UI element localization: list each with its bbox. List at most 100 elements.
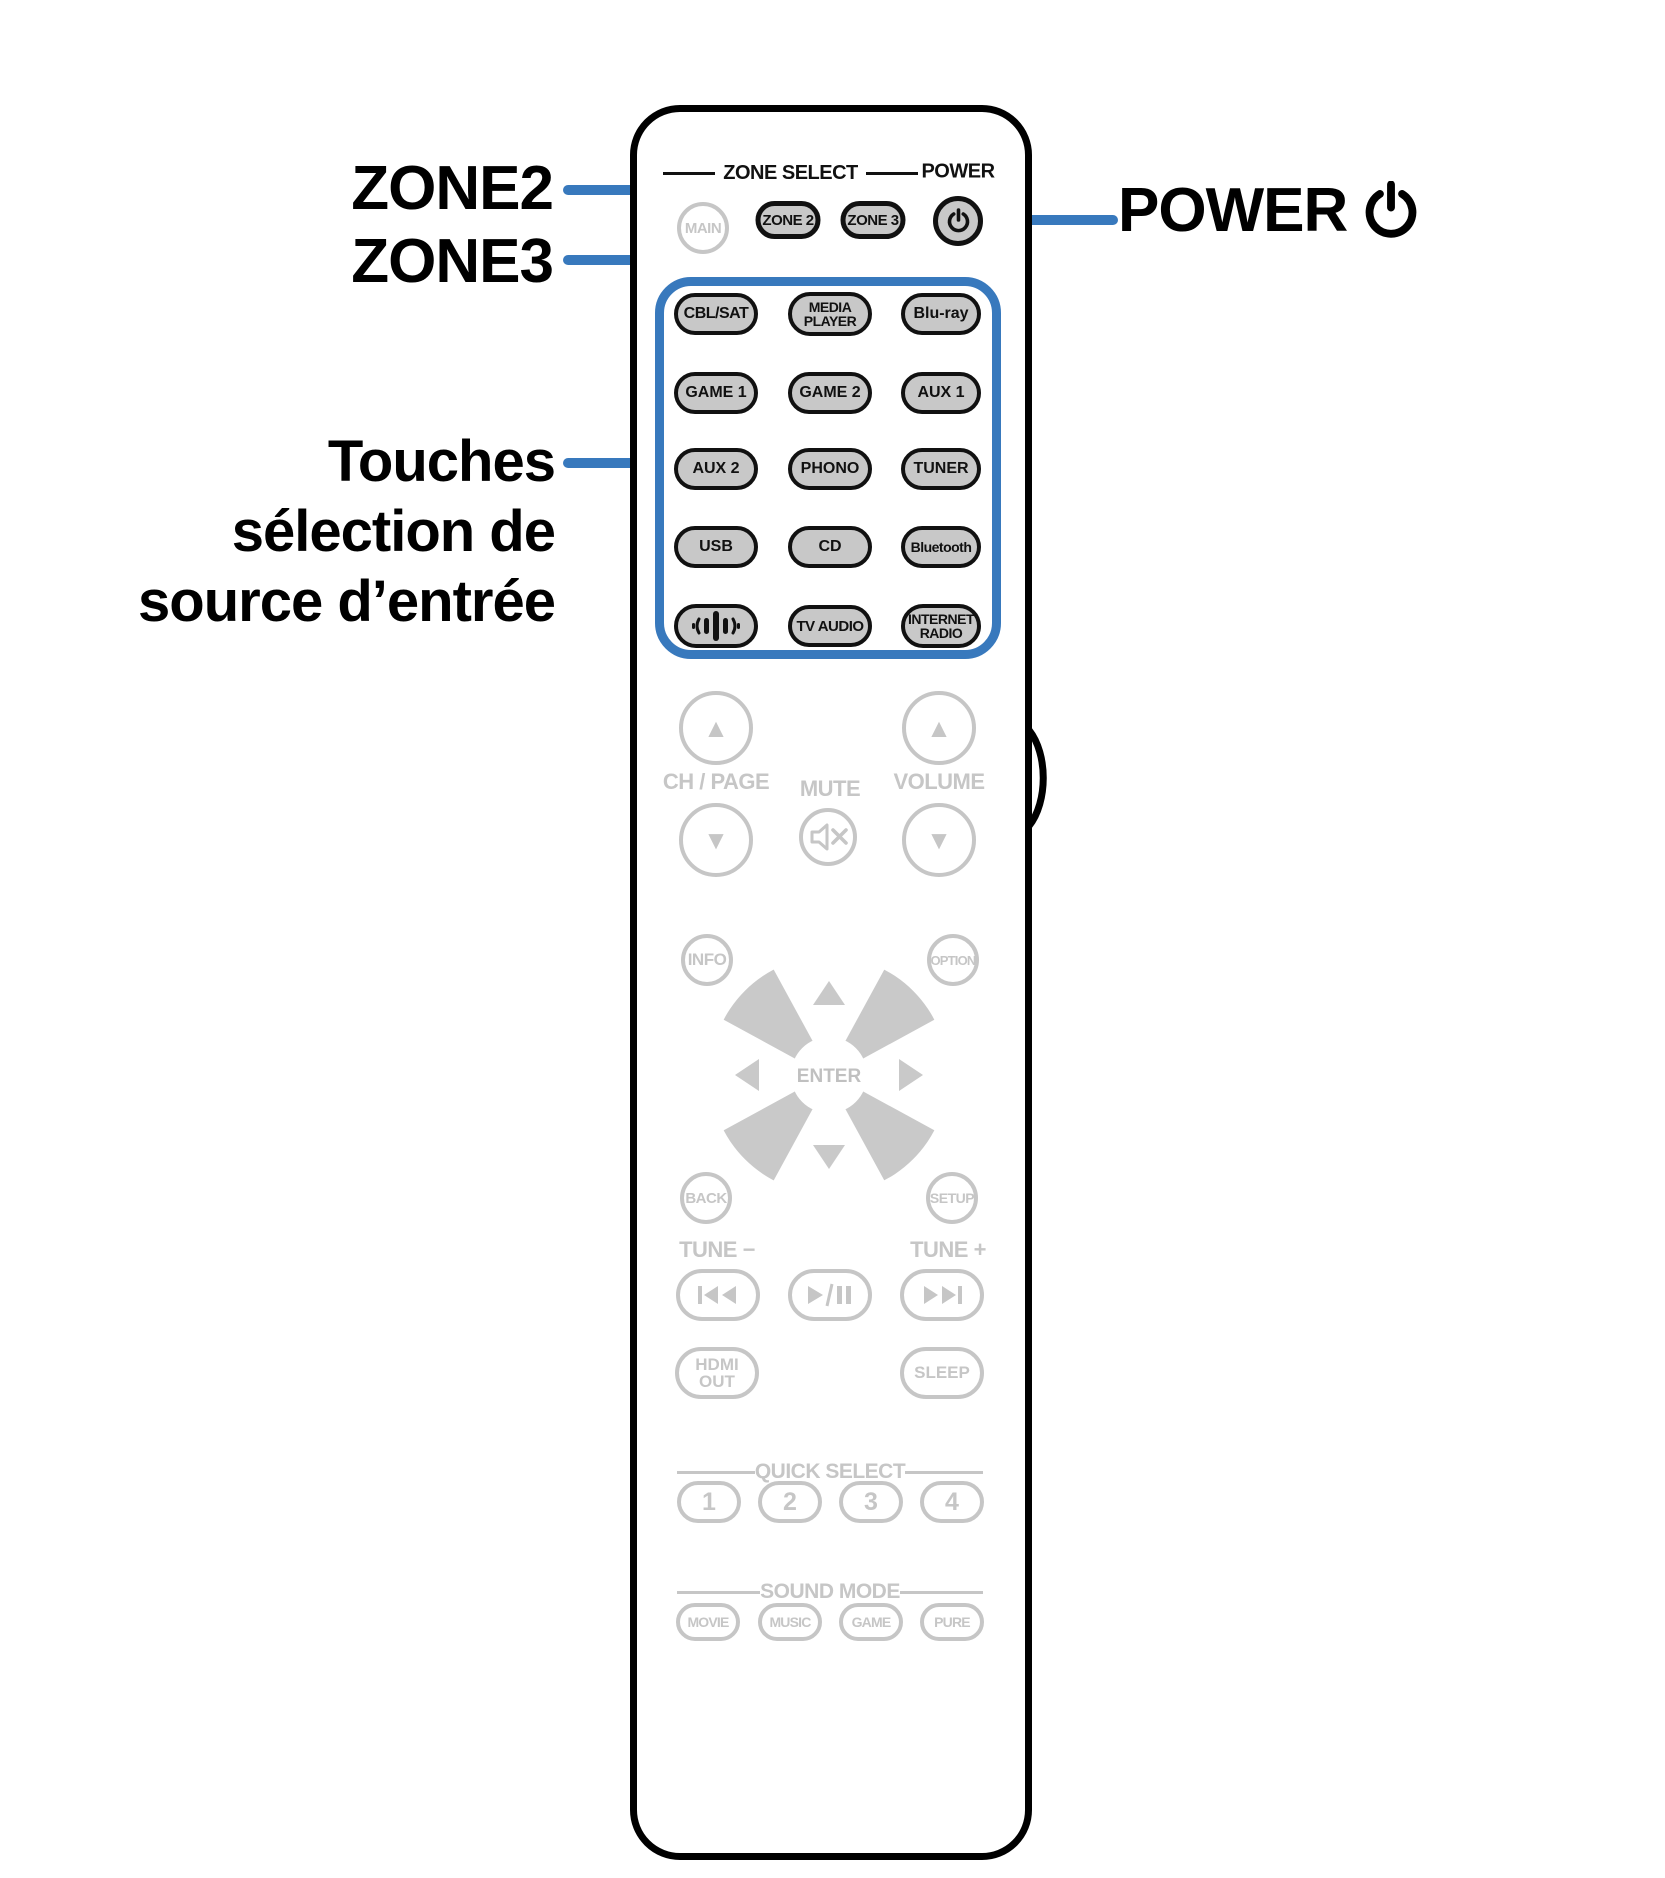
quick-select-1-label: 1 (702, 1487, 716, 1516)
channel-up-button[interactable]: ▲ (679, 691, 753, 765)
game1-label: GAME 1 (685, 384, 747, 401)
dpad-left-arrow-icon (735, 1059, 759, 1091)
quick-select-1-button[interactable]: 1 (677, 1481, 741, 1523)
internet-radio-button[interactable]: INTERNET RADIO (901, 604, 981, 648)
volume-down-button[interactable]: ▼ (902, 803, 976, 877)
main-button[interactable]: MAIN (677, 202, 729, 254)
sound-mode-game-button[interactable]: GAME (839, 1603, 903, 1641)
header-dash (905, 1470, 983, 1474)
back-label: BACK (685, 1189, 727, 1207)
bluetooth-label: Bluetooth (910, 539, 972, 555)
sleep-label: SLEEP (914, 1363, 970, 1382)
media-player-button[interactable]: MEDIA PLAYER (788, 292, 872, 336)
sound-mode-movie-button[interactable]: MOVIE (676, 1603, 740, 1641)
option-label: OPTION (930, 952, 976, 968)
zone2-button[interactable]: ZONE 2 (755, 201, 821, 239)
power-header-label: POWER (921, 160, 995, 183)
zone-select-header-label: ZONE SELECT (723, 162, 858, 184)
blu-ray-button[interactable]: Blu-ray (901, 293, 981, 335)
header-dash (663, 172, 715, 175)
tune-minus-label: TUNE − (679, 1237, 755, 1262)
tv-audio-button[interactable]: TV AUDIO (788, 605, 872, 647)
music-label: MUSIC (769, 1614, 811, 1630)
phono-button[interactable]: PHONO (788, 448, 872, 490)
sound-mode-pure-button[interactable]: PURE (920, 1603, 984, 1641)
power-button-icon (946, 208, 971, 234)
speaker-source-button[interactable] (674, 604, 758, 648)
skip-forward-icon (920, 1284, 964, 1306)
option-button[interactable]: OPTION (927, 934, 979, 986)
power-button[interactable] (933, 196, 983, 246)
hdmi-out-label-2: OUT (699, 1372, 735, 1391)
quick-select-header-label: QUICK SELECT (754, 1460, 906, 1483)
dpad-up-button[interactable] (757, 945, 901, 1071)
sleep-button[interactable]: SLEEP (900, 1347, 984, 1399)
callout-source-line1: Touches (327, 429, 556, 494)
bluetooth-button[interactable]: Bluetooth (901, 526, 981, 568)
callout-zone3-label: ZONE3 (351, 227, 554, 296)
back-button[interactable]: BACK (680, 1172, 732, 1224)
volume-up-button[interactable]: ▲ (902, 691, 976, 765)
enter-button[interactable] (791, 1037, 867, 1113)
tuner-label: TUNER (913, 460, 969, 477)
header-dash (899, 1590, 983, 1594)
dpad-right-button[interactable] (833, 1003, 959, 1147)
cd-label: CD (818, 538, 842, 555)
usb-label: USB (699, 538, 733, 555)
setup-label: SETUP (929, 1190, 975, 1206)
down-arrow-icon: ▼ (926, 825, 952, 855)
remote-side-bump (1026, 726, 1060, 830)
media-player-label-2: PLAYER (803, 313, 857, 329)
hdmi-out-button[interactable]: HDMI OUT (675, 1347, 759, 1399)
sound-mode-header: SOUND MODE (677, 1580, 983, 1604)
quick-select-3-label: 3 (864, 1487, 878, 1516)
usb-button[interactable]: USB (674, 526, 758, 568)
info-button[interactable]: INFO (681, 934, 733, 986)
mute-button[interactable] (797, 806, 859, 868)
enter-label: ENTER (797, 1066, 862, 1087)
skip-back-button[interactable] (676, 1269, 760, 1321)
tune-plus-label: TUNE + (910, 1237, 986, 1262)
phono-label: PHONO (800, 460, 860, 477)
cd-button[interactable]: CD (788, 526, 872, 568)
game2-button[interactable]: GAME 2 (788, 372, 872, 414)
down-arrow-icon: ▼ (703, 825, 729, 855)
quick-select-4-label: 4 (945, 1487, 959, 1516)
callout-source-select: Touches sélection de source d’entrée (138, 427, 556, 637)
sound-mode-music-button[interactable]: MUSIC (758, 1603, 822, 1641)
source-select-highlight-box (655, 277, 1001, 659)
aux1-button[interactable]: AUX 1 (901, 372, 981, 414)
zone3-button[interactable]: ZONE 3 (840, 201, 906, 239)
callout-source-line2: sélection de (231, 499, 556, 564)
setup-button[interactable]: SETUP (926, 1172, 978, 1224)
channel-down-button[interactable]: ▼ (679, 803, 753, 877)
game1-button[interactable]: GAME 1 (674, 372, 758, 414)
tuner-button[interactable]: TUNER (901, 448, 981, 490)
header-dash (677, 1590, 761, 1594)
play-pause-button[interactable] (788, 1269, 872, 1321)
callout-power: POWER (1118, 178, 1419, 244)
quick-select-header: QUICK SELECT (677, 1460, 983, 1484)
cbl-sat-label: CBL/SAT (683, 305, 749, 322)
quick-select-2-button[interactable]: 2 (758, 1481, 822, 1523)
quick-select-3-button[interactable]: 3 (839, 1481, 903, 1523)
dpad-left-button[interactable] (699, 1003, 825, 1147)
header-dash (865, 172, 918, 175)
movie-label: MOVIE (687, 1614, 729, 1630)
mute-speaker-icon (797, 806, 859, 868)
media-player-label-1: MEDIA (808, 299, 852, 315)
mute-label: MUTE (799, 776, 861, 801)
skip-forward-button[interactable] (900, 1269, 984, 1321)
aux2-button[interactable]: AUX 2 (674, 448, 758, 490)
aux1-label: AUX 1 (917, 384, 965, 401)
callout-source-line3: source d’entrée (138, 569, 556, 634)
quick-select-4-button[interactable]: 4 (920, 1481, 984, 1523)
dpad[interactable]: ENTER (699, 945, 959, 1205)
tv-audio-label: TV AUDIO (796, 617, 864, 635)
cbl-sat-button[interactable]: CBL/SAT (674, 293, 758, 335)
dpad-down-button[interactable] (757, 1079, 901, 1205)
hdmi-out-label-1: HDMI (695, 1355, 739, 1374)
connector-source-h (563, 458, 665, 468)
zone2-button-label: ZONE 2 (762, 211, 814, 229)
